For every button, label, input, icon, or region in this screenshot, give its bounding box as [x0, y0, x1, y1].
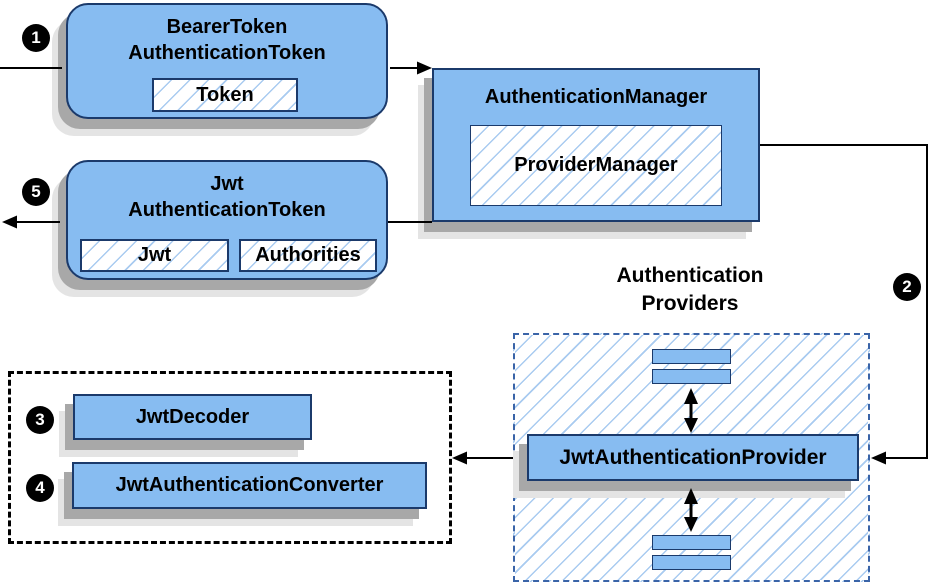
- node-jwt-authentication-converter: JwtAuthenticationConverter: [72, 462, 427, 509]
- arrow-bearer-to-manager: [390, 61, 432, 75]
- step-badge-2: 2: [893, 273, 921, 301]
- provider-stack-bar-top-1: [652, 349, 731, 364]
- providers-label-line2: Providers: [641, 292, 739, 315]
- authentication-manager-title: AuthenticationManager: [484, 86, 708, 108]
- arrow-response-out: [2, 215, 60, 229]
- node-authentication-manager: AuthenticationManager ProviderManager: [432, 68, 760, 222]
- converters-group-box: [8, 371, 452, 544]
- step-badge-4: 4: [26, 474, 54, 502]
- jwt-token-title: Jwt AuthenticationToken: [68, 162, 386, 223]
- field-authorities: Authorities: [239, 239, 377, 272]
- inner-provider-manager: ProviderManager: [470, 125, 722, 206]
- bearer-token-title-line2: AuthenticationToken: [128, 42, 326, 64]
- providers-group-box: JwtAuthenticationProvider: [513, 333, 870, 582]
- provider-stack-bar-bottom-1: [652, 535, 731, 550]
- node-jwt-decoder: JwtDecoder: [73, 394, 312, 440]
- bearer-token-title: BearerToken AuthenticationToken: [68, 5, 386, 66]
- jwt-token-title-line1: Jwt: [210, 173, 244, 195]
- step-badge-1: 1: [22, 24, 50, 52]
- node-jwt-authentication-token: Jwt AuthenticationToken Jwt Authorities: [66, 160, 388, 280]
- step-badge-5: 5: [22, 178, 50, 206]
- node-jwt-authentication-provider: JwtAuthenticationProvider: [527, 434, 859, 481]
- step-badge-3: 3: [26, 406, 54, 434]
- bearer-token-title-line1: BearerToken: [166, 16, 288, 38]
- arrow-provider-to-converters: [452, 451, 513, 465]
- provider-stack-bar-bottom-2: [652, 555, 731, 570]
- providers-group-label: Authentication Providers: [550, 262, 830, 318]
- providers-label-line1: Authentication: [616, 264, 764, 287]
- provider-stack-bar-top-2: [652, 369, 731, 384]
- field-jwt: Jwt: [80, 239, 229, 272]
- field-token: Token: [152, 78, 298, 112]
- jwt-token-title-line2: AuthenticationToken: [128, 199, 326, 221]
- node-bearer-token-authentication-token: BearerToken AuthenticationToken Token: [66, 3, 388, 119]
